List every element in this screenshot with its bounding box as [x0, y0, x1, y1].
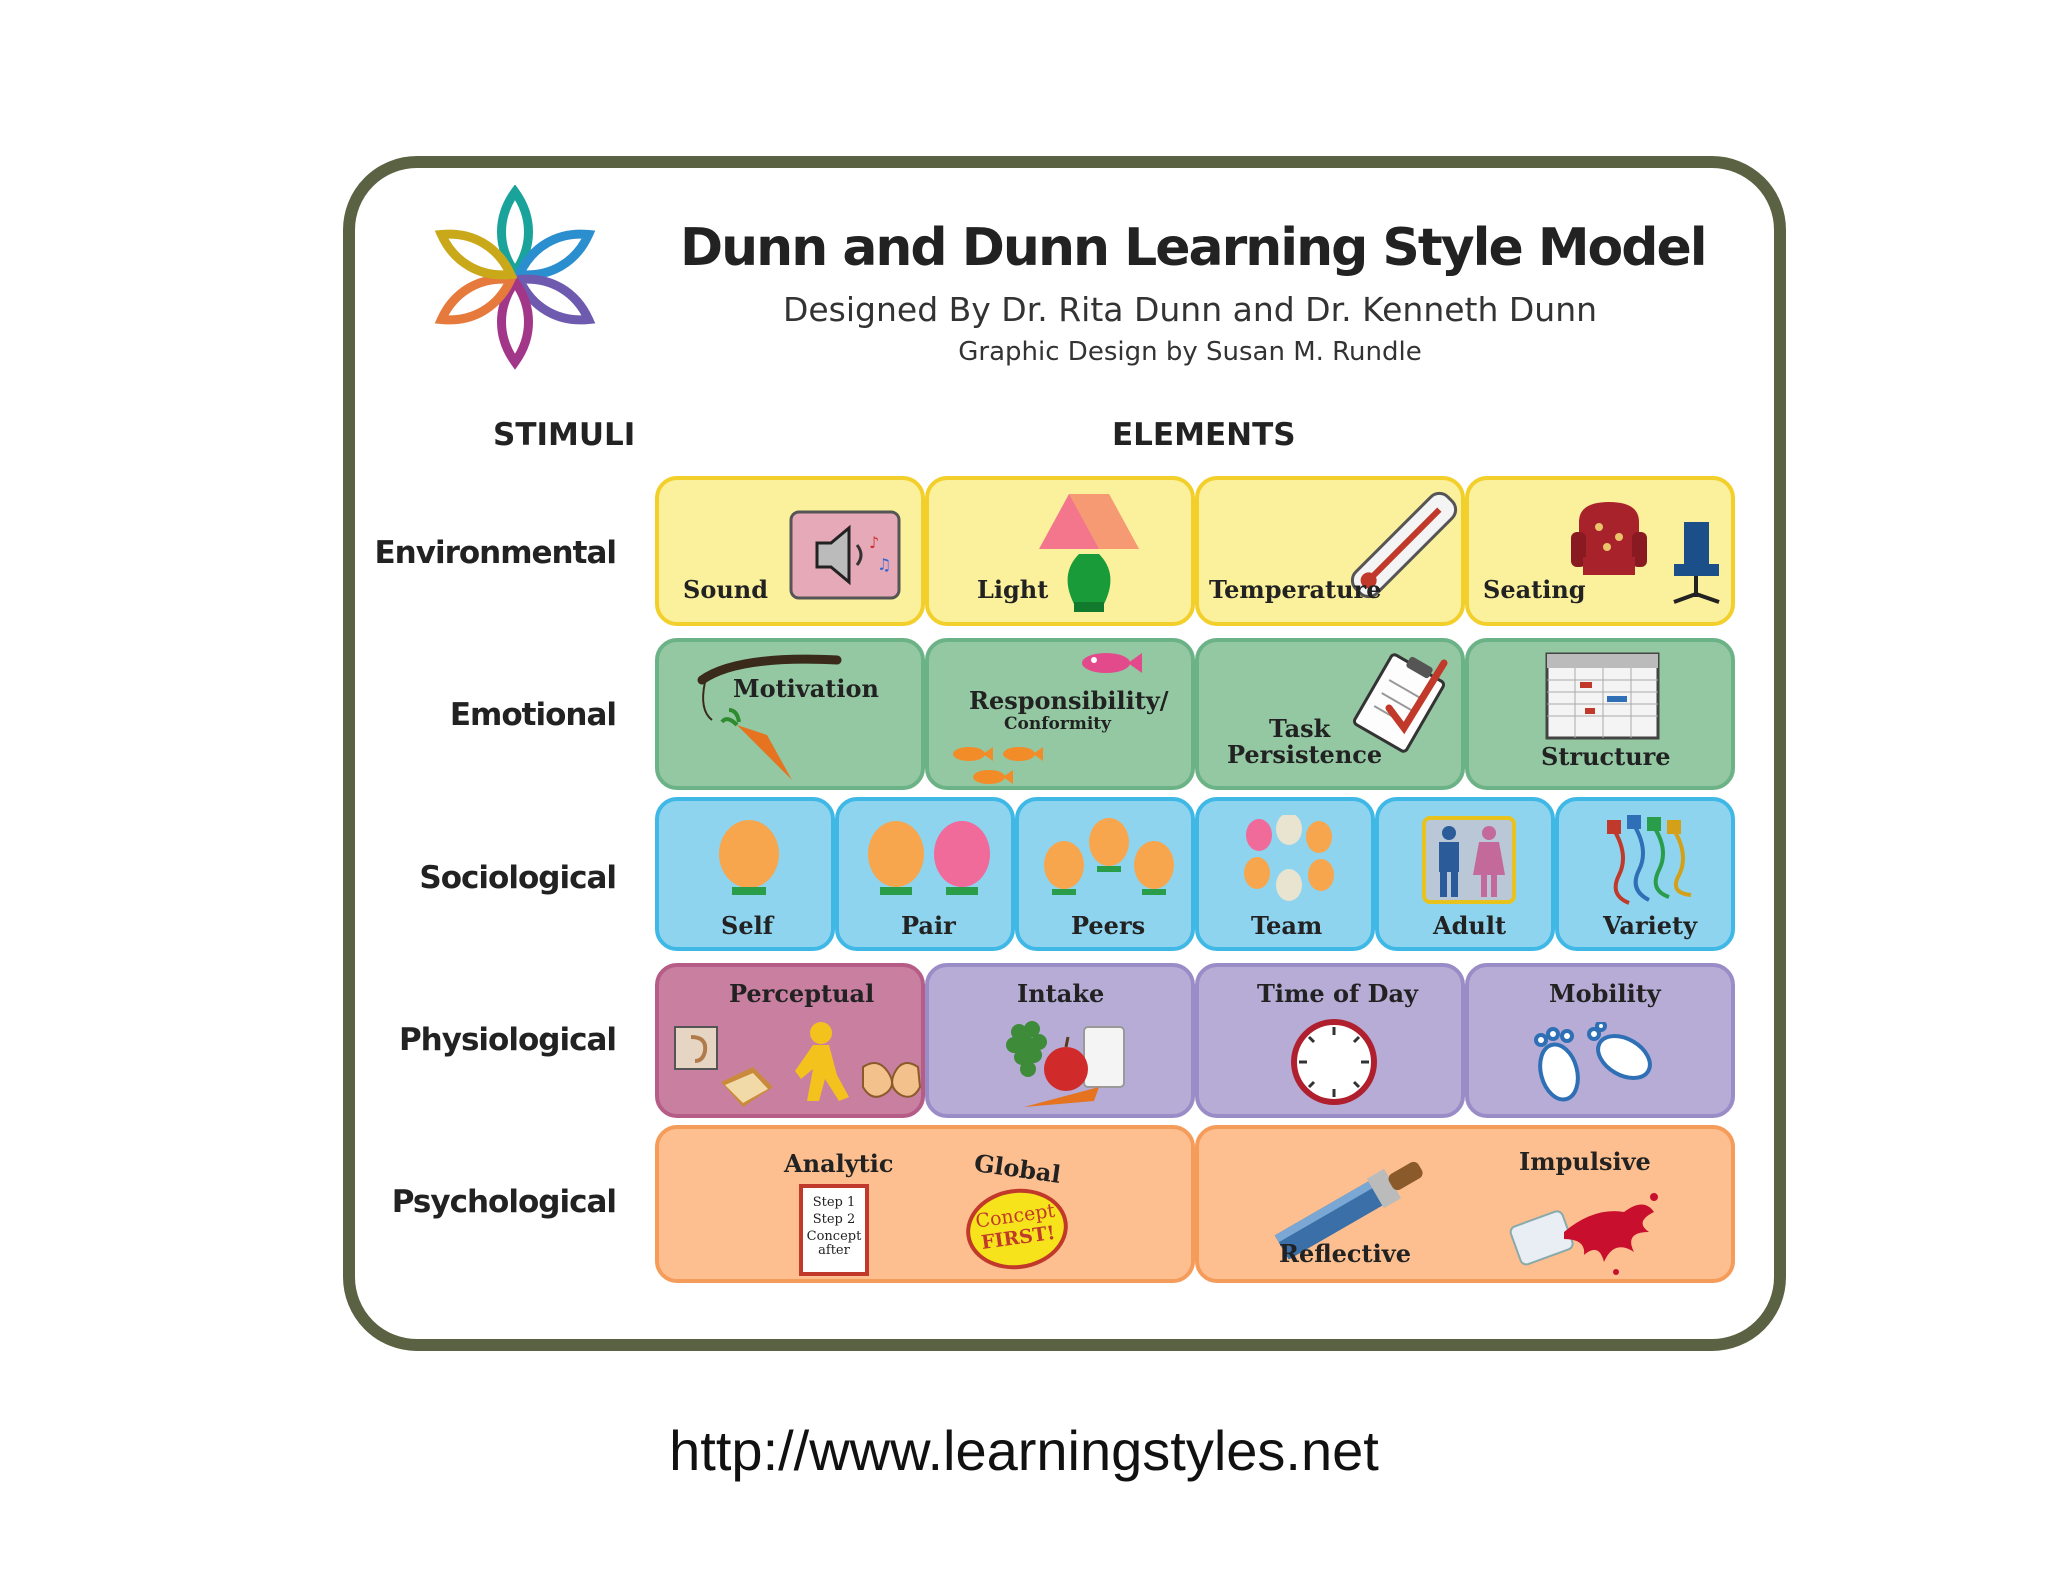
schedule-board-icon [1545, 652, 1660, 740]
credit-line: Graphic Design by Susan M. Rundle [958, 337, 1422, 367]
lamp-icon [1039, 494, 1139, 612]
cell-mobility: Mobility [1465, 963, 1735, 1118]
label-time-of-day: Time of Day [1257, 979, 1418, 1008]
speaker-icon: ♪ ♫ [789, 510, 901, 600]
analytic-steps-card: Step 1 Step 2 Concept after [799, 1184, 869, 1276]
label-mobility: Mobility [1549, 979, 1661, 1008]
two-heads-icon [868, 821, 990, 895]
adult-figures-icon [1422, 816, 1516, 904]
head-icon [719, 820, 779, 895]
cell-task-persistence: Task Persistence [1195, 638, 1465, 790]
label-conformity: Conformity [1004, 714, 1112, 734]
petal-blue [512, 229, 596, 280]
clipboard-check-icon [1352, 653, 1448, 753]
cell-perceptual: Perceptual [655, 963, 925, 1118]
row-label-sociological: Sociological [419, 860, 617, 896]
cell-analytic-global: Analytic Step 1 Step 2 Concept after Glo… [655, 1125, 1195, 1283]
step-1-text: Step 1 [812, 1195, 856, 1210]
petal-teal [497, 185, 533, 280]
subtitle: Designed By Dr. Rita Dunn and Dr. Kennet… [782, 290, 1598, 329]
label-impulsive: Impulsive [1519, 1147, 1651, 1176]
orange-fish-icon [953, 747, 1043, 784]
svg-text:♪: ♪ [869, 533, 879, 552]
source-url[interactable]: http://www.learningstyles.net [669, 1419, 1379, 1482]
cell-peers: Peers [1015, 797, 1195, 951]
cell-structure: Structure [1465, 638, 1735, 790]
cell-responsibility: Responsibility/ Conformity [925, 638, 1195, 790]
label-pair: Pair [901, 911, 956, 940]
label-variety: Variety [1603, 911, 1698, 940]
row-label-environmental: Environmental [374, 535, 617, 571]
stimuli-header: STIMULI [493, 417, 636, 453]
petal-orange [434, 274, 518, 325]
label-intake: Intake [1017, 979, 1105, 1008]
label-team: Team [1251, 911, 1323, 940]
peer-heads-icon [1044, 818, 1174, 895]
cell-intake: Intake [925, 963, 1195, 1118]
cell-light: Light [925, 476, 1195, 626]
elements-header: ELEMENTS [1112, 417, 1296, 453]
label-seating: Seating [1483, 575, 1586, 604]
label-temperature: Temperature [1209, 575, 1382, 604]
cell-variety: Variety [1555, 797, 1735, 951]
clock-icon [1291, 1019, 1377, 1105]
page-title: Dunn and Dunn Learning Style Model [680, 218, 1708, 278]
after-text: after [818, 1243, 850, 1258]
cell-pair: Pair [835, 797, 1015, 951]
label-analytic: Analytic [784, 1149, 894, 1178]
crayons-icon [1607, 815, 1692, 905]
team-heads-icon [1244, 815, 1334, 901]
cell-motivation: Motivation [655, 638, 925, 790]
cell-reflective-impulsive: Reflective Impulsive [1195, 1125, 1735, 1283]
svg-text:♫: ♫ [877, 555, 891, 574]
label-light: Light [977, 575, 1049, 604]
label-motivation: Motivation [733, 674, 879, 703]
senses-icon [674, 1022, 921, 1107]
label-global: Global [972, 1148, 1063, 1189]
concept-after-text: Concept [806, 1229, 862, 1244]
pink-fish-icon [1082, 653, 1142, 673]
row-label-emotional: Emotional [449, 697, 617, 733]
paintbrush-icon [1274, 1161, 1423, 1259]
step-2-text: Step 2 [812, 1212, 856, 1227]
spilled-paint-icon [1509, 1193, 1658, 1275]
cell-adult: Adult [1375, 797, 1555, 951]
cell-self: Self [655, 797, 835, 951]
carrot-stick-icon [697, 654, 842, 780]
label-adult: Adult [1433, 911, 1507, 940]
cell-temperature: Temperature [1195, 476, 1465, 626]
chairs-icon [1571, 502, 1720, 604]
label-peers: Peers [1071, 911, 1146, 940]
petal-yellow [434, 229, 518, 280]
label-responsibility: Responsibility/ [969, 686, 1169, 715]
petal-purple [512, 274, 596, 325]
label-self: Self [721, 911, 774, 940]
cell-team: Team [1195, 797, 1375, 951]
flower-logo [434, 185, 596, 370]
label-task: Task [1269, 714, 1331, 743]
label-sound: Sound [683, 575, 769, 604]
concept-first-badge: Concept FIRST! [960, 1182, 1074, 1276]
cell-time-of-day: Time of Day [1195, 963, 1465, 1118]
petal-magenta [497, 274, 533, 370]
label-reflective: Reflective [1279, 1239, 1411, 1268]
cell-sound: ♪ ♫ Sound [655, 476, 925, 626]
label-perceptual: Perceptual [729, 979, 875, 1008]
thermometer-icon [1350, 491, 1458, 599]
row-label-psychological: Psychological [391, 1184, 617, 1220]
cell-seating: Seating [1465, 476, 1735, 626]
food-icon [1006, 1021, 1125, 1107]
row-label-physiological: Physiological [398, 1022, 617, 1058]
label-persistence: Persistence [1227, 740, 1383, 769]
footprints-icon [1534, 1022, 1652, 1102]
label-structure: Structure [1541, 742, 1671, 771]
